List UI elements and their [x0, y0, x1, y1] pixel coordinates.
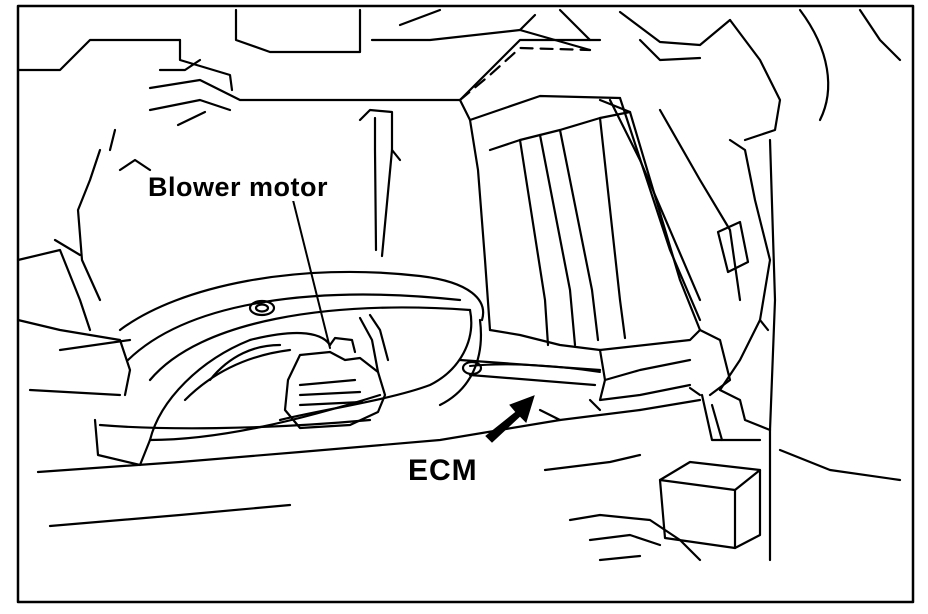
lower-lines [36, 398, 702, 562]
left-housing [16, 128, 152, 397]
upper-bracket [358, 108, 402, 258]
blower-motor-body [283, 313, 390, 430]
figure-border [16, 4, 915, 604]
mounting-holes [248, 299, 483, 376]
connector-block [658, 460, 762, 550]
ecm-arrow-icon [485, 395, 535, 443]
ecm-module [458, 38, 742, 402]
blower-housing [93, 270, 485, 467]
blower-motor-label: Blower motor [148, 172, 329, 202]
ecm-label: ECM [408, 454, 478, 487]
ecm-leader-line [469, 363, 601, 373]
dashed-outline [458, 46, 592, 102]
right-trim [688, 8, 902, 562]
blower-motor-leader [292, 199, 331, 349]
